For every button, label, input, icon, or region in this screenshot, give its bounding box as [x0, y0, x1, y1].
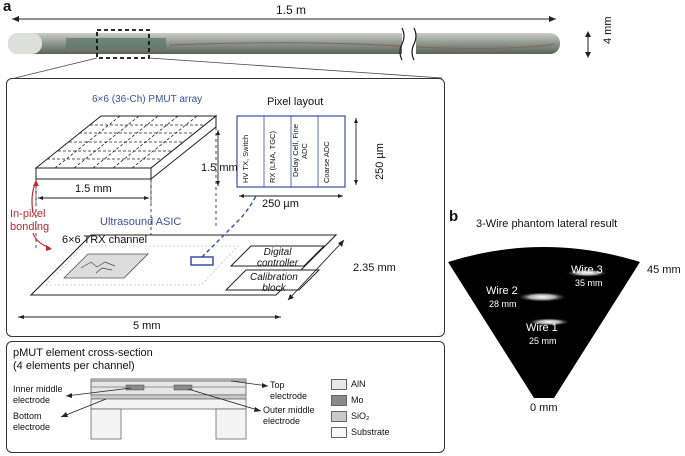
outer-middle-electrode-label: Outer middle electrode	[263, 405, 315, 426]
legend-swatch-aln	[331, 379, 347, 390]
asic-plate	[29, 234, 338, 296]
panel-b-title: 3-Wire phantom lateral result	[476, 218, 618, 230]
inner-middle-electrode-label: Inner middle electrode	[13, 384, 63, 405]
pixel-col-4: Coarse ADC	[322, 141, 331, 183]
wire-2-reflection	[516, 292, 568, 302]
wire-3-depth: 35 mm	[575, 278, 603, 288]
cross-section-subtitle: (4 elements per channel)	[13, 360, 135, 372]
legend-label-mo: Mo	[351, 395, 364, 405]
pmut-array-block	[34, 114, 218, 181]
legend-swatch-sio2	[331, 411, 347, 422]
legend-swatch-mo	[331, 395, 347, 406]
array-width-label: 1.5 mm	[75, 183, 112, 195]
digital-controller-label: Digital controller	[257, 247, 299, 269]
calibration-block-label: Calibration block	[250, 272, 298, 294]
wire-1-depth: 25 mm	[529, 336, 557, 346]
wire-2-name: Wire 2	[486, 285, 518, 297]
pixel-col-1: HV TX, Switch	[241, 134, 250, 183]
legend-swatch-substrate	[331, 427, 347, 438]
depth-bottom-label: 0 mm	[530, 402, 558, 414]
wire-2-depth: 28 mm	[489, 299, 517, 309]
catheter-graphic	[8, 16, 591, 79]
zoom-region	[96, 29, 150, 59]
wire-1-name: Wire 1	[526, 322, 558, 334]
array-depth-label: 1.5 mm	[201, 162, 238, 174]
asic-diagram	[18, 114, 358, 319]
legend-label-aln: AlN	[351, 379, 366, 389]
panel-a-label: a	[3, 0, 12, 15]
pixel-col-2: RX (LNA, TGC)	[268, 131, 277, 183]
asic-depth-label: 2.35 mm	[353, 262, 396, 274]
panel-b-label: b	[449, 208, 459, 225]
asic-label: Ultrasound ASIC	[100, 216, 182, 228]
pixel-height-label: 250 µm	[374, 143, 386, 180]
depth-top-label: 45 mm	[647, 264, 681, 276]
wire-3-reflection	[565, 269, 609, 277]
pmut-array-label: 6×6 (36-Ch) PMUT array	[92, 94, 203, 105]
pixel-width-label: 250 µm	[262, 198, 299, 210]
top-electrode-label: Top electrode	[270, 380, 308, 401]
pmut-grid	[47, 115, 205, 169]
pixel-layout-title: Pixel layout	[267, 96, 324, 108]
legend-label-substrate: Substrate	[351, 427, 390, 437]
legend-label-sio2: SiO₂	[351, 411, 370, 421]
cross-section-diagram	[60, 378, 269, 440]
asic-width-label: 5 mm	[133, 320, 161, 332]
cross-section-title: pMUT element cross-section	[13, 347, 153, 359]
bonding-label: In-pixel bonding	[10, 208, 50, 233]
ultrasound-image	[448, 247, 640, 398]
bottom-electrode-label: Bottom electrode	[13, 411, 51, 432]
wire-3-name: Wire 3	[571, 264, 603, 276]
trx-channel-label: 6×6 TRX channel	[62, 234, 148, 246]
diameter-label: 4 mm	[602, 16, 614, 45]
pixel-connector	[201, 195, 257, 258]
wire-1-reflection	[527, 318, 571, 326]
pixel-col-3: Delay Cell, Fine ADC	[291, 124, 309, 178]
length-label: 1.5 m	[276, 3, 307, 17]
